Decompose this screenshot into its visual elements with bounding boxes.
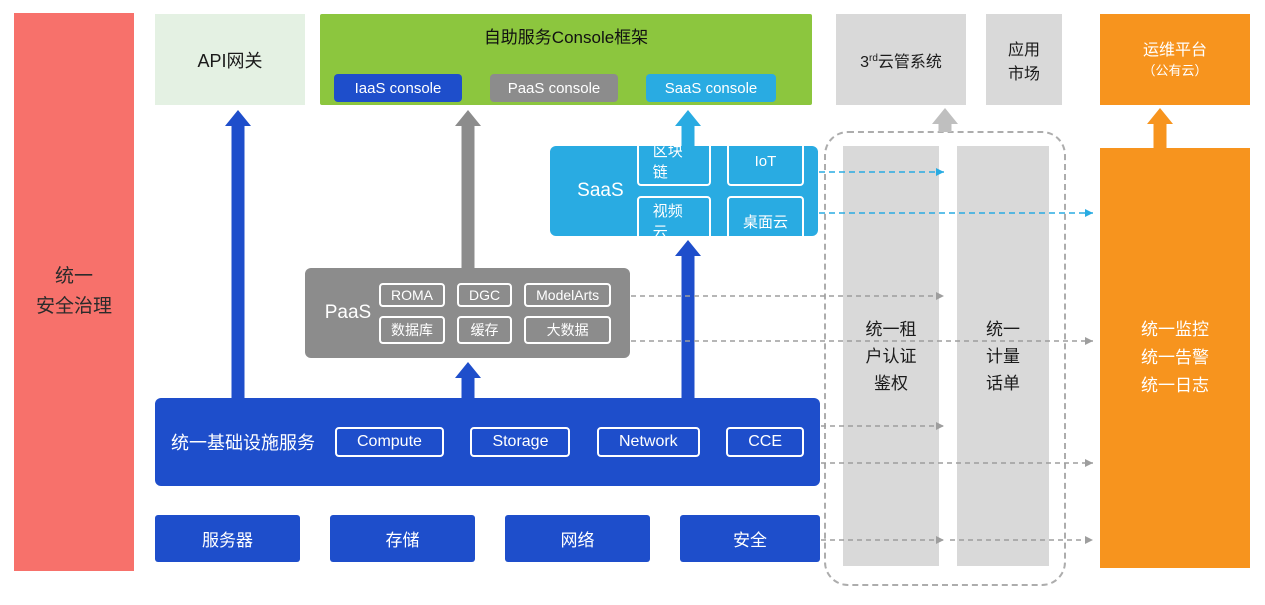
auth-pillar-label: 统一租 户认证 鉴权: [865, 319, 917, 393]
arrow-monitoring-to-om-platform: [1147, 108, 1173, 150]
hardware-server-label: 服务器: [202, 531, 253, 550]
saas-label: SaaS: [577, 180, 624, 201]
paas-chip-dgc: DGC: [457, 282, 513, 307]
paas-console-button: PaaS console: [490, 74, 618, 102]
monitoring-pillar: 统一监控 统一告警 统一日志: [1100, 148, 1250, 568]
arrow-paas-to-console: [455, 110, 481, 268]
infrastructure-box: 统一基础设施服务 Compute Storage Network CCE: [155, 398, 820, 486]
saas-chip-iot: IoT: [726, 136, 804, 186]
paas-label: PaaS: [324, 302, 372, 323]
om-platform-title: 运维平台: [1142, 41, 1207, 59]
monitoring-pillar-label: 统一监控 统一告警 统一日志: [1141, 320, 1209, 395]
hardware-box-security: 安全: [680, 515, 820, 562]
saas-chip-video-cloud: 视频云: [636, 196, 711, 246]
om-platform-subtitle: （公有云）: [1142, 62, 1208, 78]
app-market-label: 应用 市场: [1007, 41, 1040, 83]
saas-chip-blockchain: 区块链: [636, 136, 711, 186]
arrow-iaas-to-saas: [675, 240, 701, 398]
hardware-storage-label: 存储: [385, 531, 420, 550]
hardware-network-label: 网络: [560, 531, 595, 550]
security-governance-label: 统一 安全治理: [35, 266, 112, 317]
hardware-security-label: 安全: [733, 531, 767, 550]
infra-chip-network: Network: [597, 427, 700, 457]
hardware-box-network: 网络: [505, 515, 650, 562]
api-gateway-box: API网关: [155, 14, 305, 105]
infrastructure-label: 统一基础设施服务: [171, 433, 315, 453]
paas-box: PaaS ROMA DGC ModelArts 数据库 缓存 大数据: [305, 268, 630, 358]
hardware-box-storage: 存储: [330, 515, 475, 562]
third-party-prefix: 3: [860, 53, 869, 71]
iaas-console-button: IaaS console: [334, 74, 462, 102]
third-party-sup: rd: [868, 52, 878, 64]
app-market-box: 应用 市场: [986, 14, 1062, 105]
saas-chip-desktop-cloud: 桌面云: [726, 196, 804, 246]
infra-chip-storage: Storage: [470, 427, 571, 457]
paas-chip-modelarts: ModelArts: [524, 282, 612, 307]
third-party-cloud-box: 3rd云管系统: [836, 14, 966, 105]
arrow-iaas-to-paas: [455, 362, 481, 398]
paas-chip-roma: ROMA: [379, 282, 445, 307]
infra-chip-cce: CCE: [726, 427, 804, 457]
api-gateway-label: API网关: [197, 50, 263, 71]
saas-box: SaaS 区块链 IoT 视频云 桌面云: [550, 136, 818, 246]
third-party-cloud-label: 3rd云管系统: [860, 48, 942, 72]
metering-pillar: 统一 计量 话单: [957, 146, 1049, 566]
shared-services-dashed-frame: [824, 131, 1066, 586]
arrow-iaas-to-api-gateway: [225, 110, 251, 398]
saas-console-button: SaaS console: [646, 74, 776, 102]
paas-chip-database: 数据库: [379, 315, 445, 344]
console-frame-box: 自助服务Console框架 IaaS console PaaS console …: [320, 14, 812, 105]
console-frame-title: 自助服务Console框架: [483, 28, 649, 47]
third-party-suffix: 云管系统: [877, 53, 942, 71]
paas-chip-bigdata: 大数据: [524, 315, 612, 344]
paas-chip-cache: 缓存: [457, 315, 513, 344]
arrow-shared-to-third-party: [932, 108, 958, 132]
security-governance-bar: 统一 安全治理: [14, 13, 134, 571]
om-platform-box: 运维平台 （公有云）: [1100, 14, 1250, 105]
hardware-box-server: 服务器: [155, 515, 300, 562]
metering-pillar-label: 统一 计量 话单: [986, 319, 1020, 393]
infra-chip-compute: Compute: [335, 427, 444, 457]
auth-pillar: 统一租 户认证 鉴权: [843, 146, 939, 566]
